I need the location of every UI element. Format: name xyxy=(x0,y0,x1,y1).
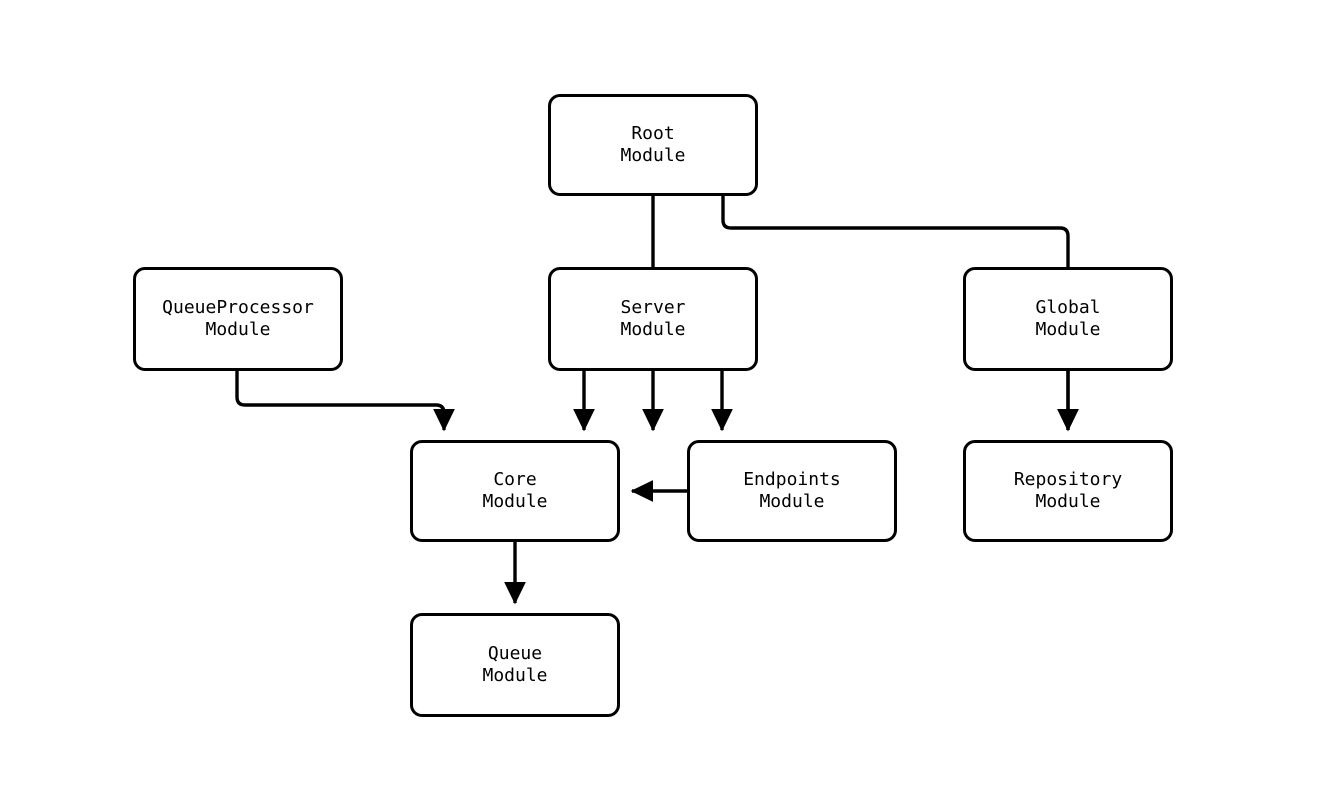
node-global-module[interactable]: Global Module xyxy=(963,267,1173,371)
node-label: Repository Module xyxy=(1013,469,1123,512)
node-label: Global Module xyxy=(1035,297,1101,340)
node-repository-module[interactable]: Repository Module xyxy=(963,440,1173,542)
node-endpoints-module[interactable]: Endpoints Module xyxy=(687,440,897,542)
node-queueprocessor-module[interactable]: QueueProcessor Module xyxy=(133,267,343,371)
node-root-module[interactable]: Root Module xyxy=(548,94,758,196)
node-core-module[interactable]: Core Module xyxy=(410,440,620,542)
node-server-module[interactable]: Server Module xyxy=(548,267,758,371)
node-label: Root Module xyxy=(620,123,686,166)
node-label: Core Module xyxy=(482,469,548,512)
edge-root-global xyxy=(721,196,1079,432)
node-label: Server Module xyxy=(620,297,686,340)
node-queue-module[interactable]: Queue Module xyxy=(410,613,620,717)
node-label: QueueProcessor Module xyxy=(162,297,314,340)
node-label: Queue Module xyxy=(482,643,548,686)
edge-queueprocessor-core xyxy=(235,371,455,432)
node-label: Endpoints Module xyxy=(743,469,841,512)
